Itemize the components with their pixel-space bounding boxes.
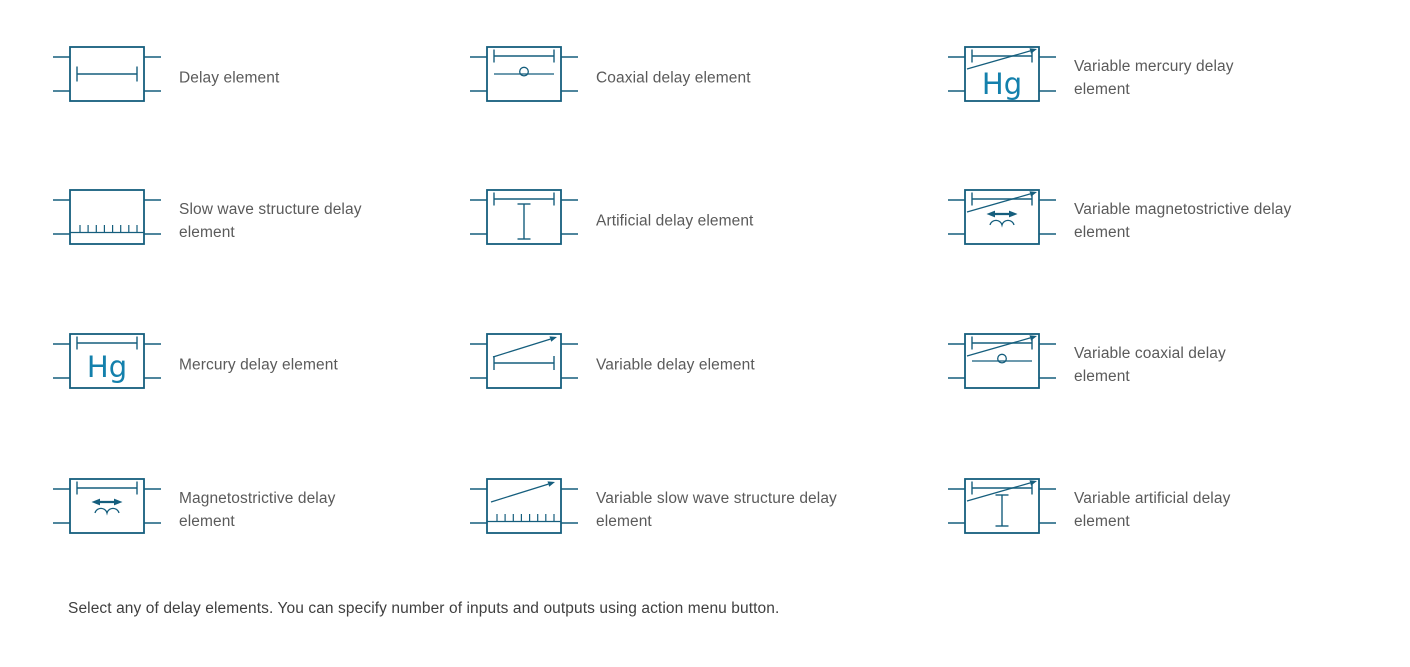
delay-element-icon [53, 44, 161, 104]
item-label: Coaxial delay element [596, 69, 751, 87]
item-artificial-delay-element[interactable]: Artificial delay element [470, 187, 900, 247]
variable-coaxial-delay-element-icon [948, 331, 1056, 391]
item-variable-coaxial-delay-element[interactable]: Variable coaxial delay element [948, 331, 1378, 391]
variable-delay-element-icon [470, 331, 578, 391]
item-variable-slow-wave-structure-delay-element[interactable]: Variable slow wave structure delay eleme… [470, 476, 900, 536]
item-variable-delay-element[interactable]: Variable delay element [470, 331, 900, 391]
item-label: Mercury delay element [179, 356, 338, 374]
item-label: Variable slow wave structure delay eleme… [596, 490, 837, 530]
item-label: Delay element [179, 69, 280, 87]
item-variable-magnetostrictive-delay-element[interactable]: Variable magnetostrictive delay element [948, 187, 1378, 247]
item-label: Magnetostrictive delay element [179, 490, 336, 530]
svg-text:Hg: Hg [982, 67, 1022, 101]
instruction-text: Select any of delay elements. You can sp… [68, 600, 780, 617]
mercury-delay-element-icon: Hg [53, 331, 161, 391]
svg-text:Hg: Hg [87, 350, 127, 384]
variable-magnetostrictive-delay-element-icon [948, 187, 1056, 247]
item-label: Variable artificial delay element [1074, 490, 1231, 530]
item-label: Variable coaxial delay element [1074, 345, 1226, 385]
item-mercury-delay-element[interactable]: Hg Mercury delay element [53, 331, 483, 391]
item-variable-artificial-delay-element[interactable]: Variable artificial delay element [948, 476, 1378, 536]
coaxial-delay-element-icon [470, 44, 578, 104]
variable-artificial-delay-element-icon [948, 476, 1056, 536]
item-label: Variable delay element [596, 356, 755, 374]
item-magnetostrictive-delay-element[interactable]: Magnetostrictive delay element [53, 476, 483, 536]
variable-slow-wave-structure-delay-element-icon [470, 476, 578, 536]
item-delay-element[interactable]: Delay element [53, 44, 483, 104]
item-label: Variable mercury delay element [1074, 58, 1234, 98]
item-slow-wave-structure-delay-element[interactable]: Slow wave structure delay element [53, 187, 483, 247]
item-label: Artificial delay element [596, 212, 754, 230]
variable-mercury-delay-element-icon: Hg [948, 44, 1056, 104]
artificial-delay-element-icon [470, 187, 578, 247]
item-label: Variable magnetostrictive delay element [1074, 201, 1292, 241]
item-variable-mercury-delay-element[interactable]: Hg Variable mercury delay element [948, 44, 1378, 104]
slow-wave-structure-delay-element-icon [53, 187, 161, 247]
magnetostrictive-delay-element-icon [53, 476, 161, 536]
item-coaxial-delay-element[interactable]: Coaxial delay element [470, 44, 900, 104]
item-label: Slow wave structure delay element [179, 201, 362, 241]
